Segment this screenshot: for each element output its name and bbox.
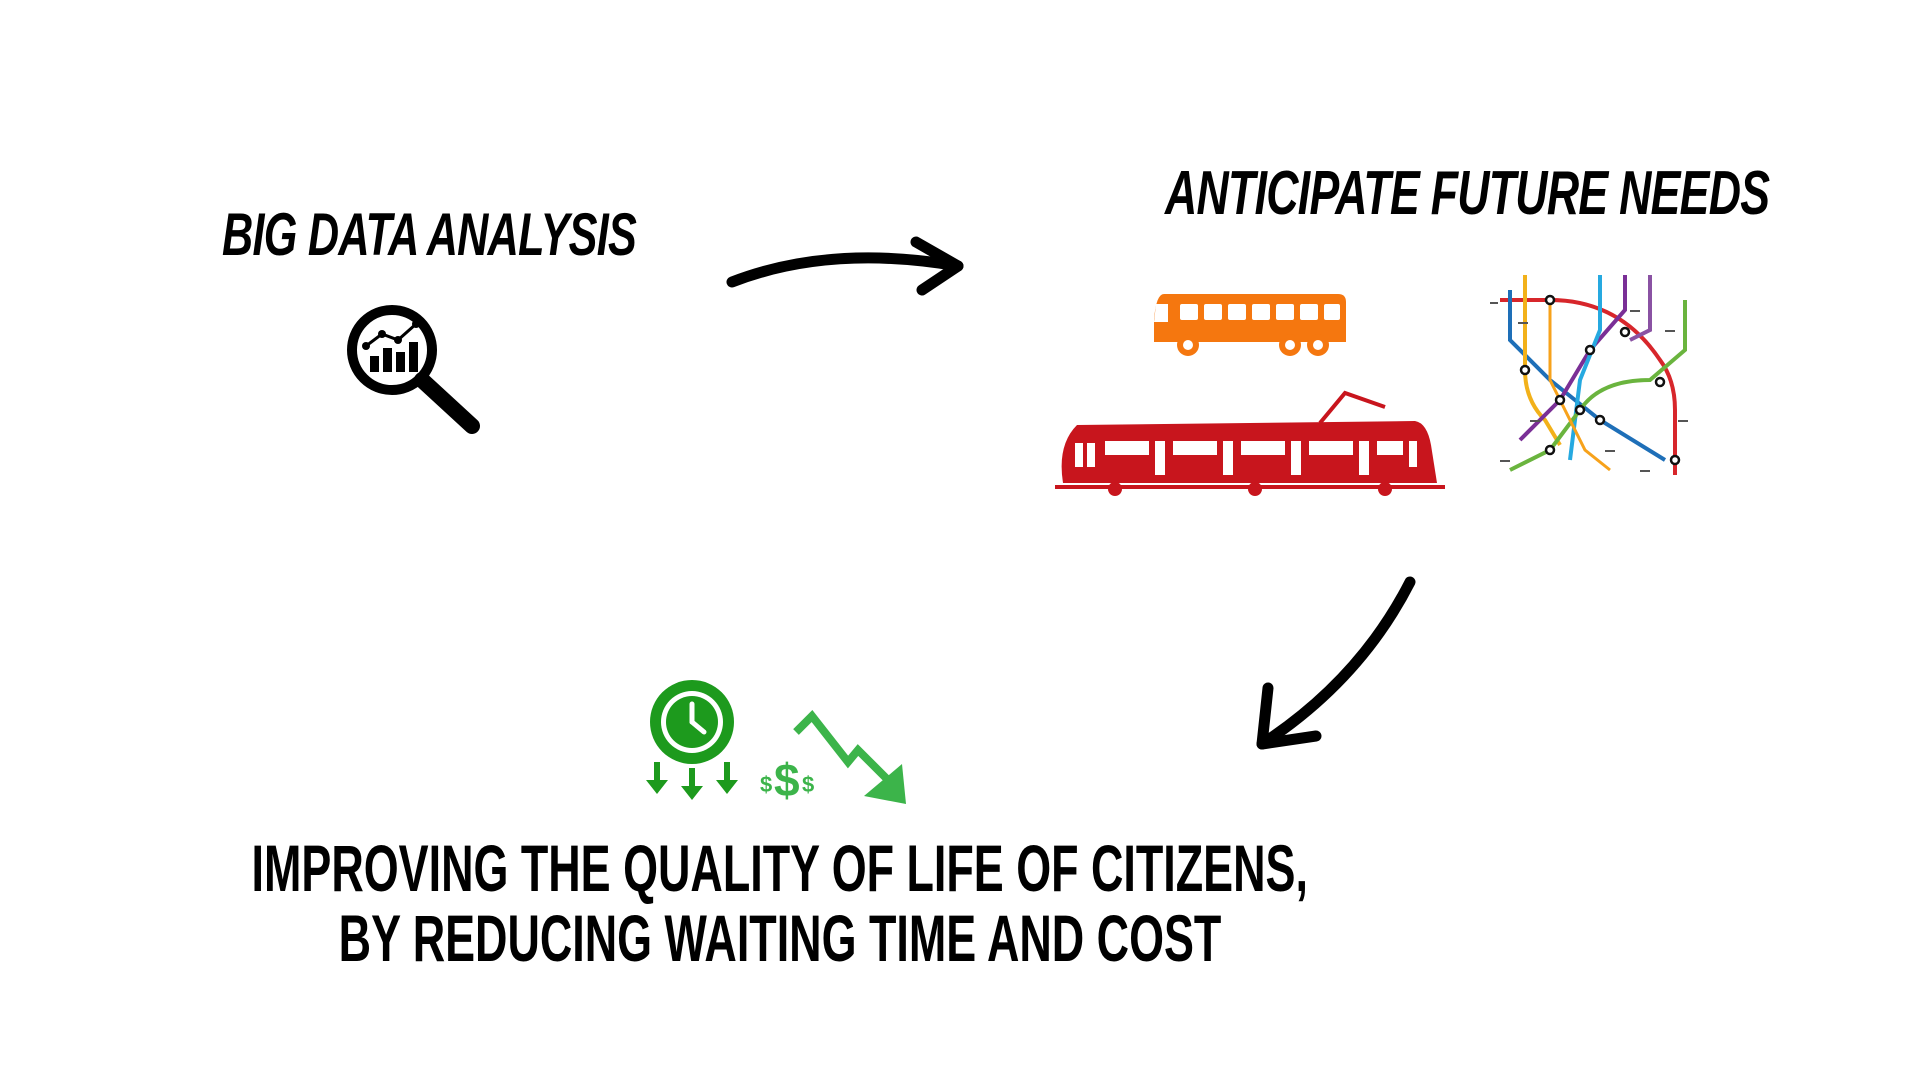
tram-icon	[1055, 390, 1445, 496]
svg-text:$: $	[760, 772, 772, 797]
conclusion-line-1: IMPROVING THE QUALITY OF LIFE OF CITIZEN…	[0, 830, 1560, 906]
conclusion-line-2-text: BY REDUCING WAITING TIME AND COST	[338, 901, 1222, 975]
conclusion-line-2: BY REDUCING WAITING TIME AND COST	[0, 900, 1560, 976]
clock-down-icon	[646, 680, 738, 800]
flow-arrow-right	[726, 236, 964, 296]
dollar-down-icon: $ $ $	[760, 709, 906, 806]
conclusion-line-1-text: IMPROVING THE QUALITY OF LIFE OF CITIZEN…	[251, 831, 1309, 905]
bus-icon	[1154, 294, 1346, 356]
anticipate-future-needs-title: ANTICIPATE FUTURE NEEDS	[1165, 159, 1770, 228]
flow-arrow-down-left	[1256, 576, 1416, 750]
metro-map-icon	[1490, 275, 1688, 475]
svg-text:$: $	[774, 754, 800, 806]
big-data-analysis-title: BIG DATA ANALYSIS	[222, 201, 637, 268]
magnifier-chart-icon	[347, 305, 480, 434]
svg-text:$: $	[802, 772, 814, 797]
